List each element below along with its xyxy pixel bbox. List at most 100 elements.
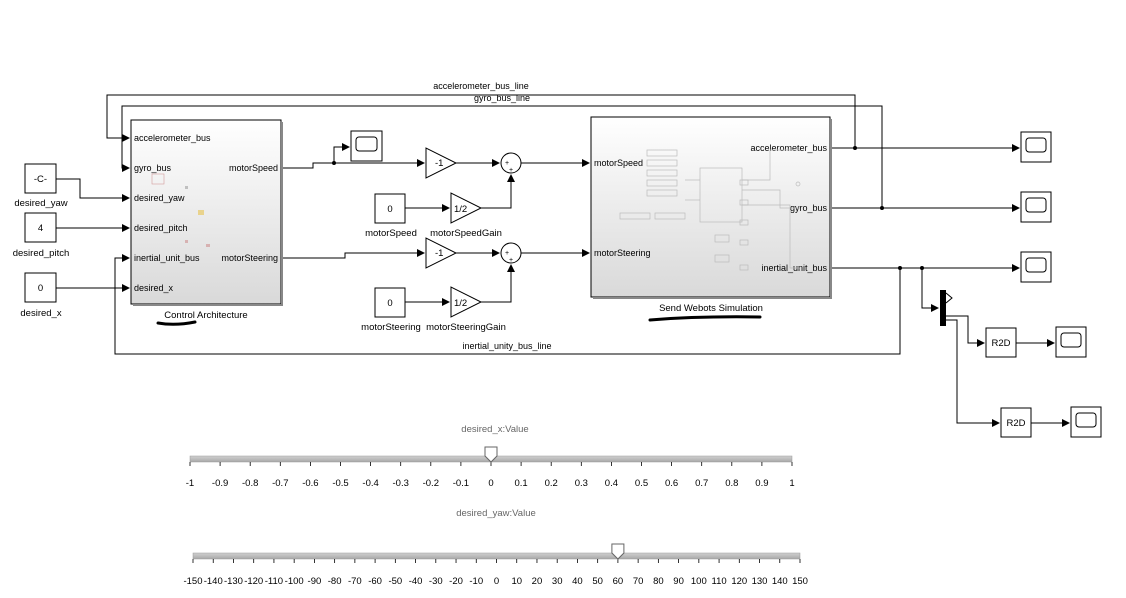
scope-gyro[interactable] [1020,191,1052,223]
sum-top-plus-2: + [509,167,513,174]
slider-tick-label: -120 [244,576,263,587]
gain-motor-speed-label: motorSpeedGain [430,228,502,239]
gain-neg1-top[interactable]: -1 [425,147,458,179]
wire-to-r2d-2 [946,319,1000,427]
gyro-bus-line-label: gyro_bus_line [474,93,530,103]
slider-tick-label: -130 [224,576,243,587]
wire-to-bus-selector [921,268,939,312]
desired-yaw-value: -C- [34,174,47,185]
motor-steering-constant-label: motorSteering [361,322,421,333]
r2d-2-label: R2D [1006,418,1025,429]
slider-tick-label: -90 [308,576,322,587]
desired-pitch-value: 4 [38,223,43,234]
slider-desired-yaw-title: desired_yaw:Value [456,508,536,519]
sim-in-motor-steering: motorSteering [594,248,651,258]
sim-internal-thumbnail [619,149,801,271]
slider-tick-label: 0 [494,576,499,587]
slider-tick-label: 0.1 [514,478,527,489]
slider-tick-label: 0.6 [665,478,678,489]
constant-desired-x[interactable]: 0 desired_x [20,272,62,319]
slider-tick-label: -80 [328,576,342,587]
slider-tick-label: 130 [752,576,768,587]
sum-block-top[interactable]: + + [500,152,522,174]
accelerometer-bus-line[interactable]: accelerometer_bus_line [106,81,856,148]
motor-steering-constant-value: 0 [387,298,392,309]
constant-motor-steering[interactable]: 0 motorSteering [361,287,421,333]
slider-tick-label: 30 [552,576,563,587]
r2d-block-1[interactable]: R2D [985,327,1017,358]
slider-desired-yaw[interactable]: desired_yaw:Value -150-140-130-120-110-1… [183,508,807,587]
gain-motor-speed[interactable]: 1/2 motorSpeedGain [430,192,502,239]
gain-motor-speed-value: 1/2 [454,204,467,215]
sim-out-gyro: gyro_bus [790,203,828,213]
gain-motor-steering[interactable]: 1/2 motorSteeringGain [426,286,506,333]
constant-desired-pitch[interactable]: 4 desired_pitch [13,212,70,259]
wire-motor-steering-out [283,249,425,259]
sim-out-accelerometer: accelerometer_bus [750,143,827,153]
gain-motor-steering-value: 1/2 [454,298,467,309]
wire-to-r2d-1 [946,315,985,347]
ctrl-in-accelerometer: accelerometer_bus [134,133,211,143]
slider-tick-label: 0.3 [575,478,588,489]
gain-neg1-top-value: -1 [435,158,443,169]
ctrl-out-motor-speed: motorSpeed [229,163,278,173]
slider-tick-label: -0.6 [302,478,318,489]
slider-tick-label: -0.1 [453,478,469,489]
desired-x-value: 0 [38,283,43,294]
ctrl-in-inertial: inertial_unit_bus [134,253,200,263]
slider-tick-label: -70 [348,576,362,587]
slider-desired-x[interactable]: desired_x:Value -1-0.9-0.8-0.7-0.6-0.5-0… [186,424,795,489]
gyro-bus-line[interactable]: gyro_bus_line [121,93,883,208]
scope-r2d-1[interactable] [1055,326,1087,358]
slider-tick-label: -40 [409,576,423,587]
ctrl-out-motor-steering: motorSteering [221,253,278,263]
slider-desired-yaw-track[interactable] [192,552,801,560]
control-architecture-block[interactable]: accelerometer_bus gyro_bus desired_yaw d… [130,119,283,306]
slider-tick-label: -30 [429,576,443,587]
slider-tick-label: 60 [613,576,624,587]
slider-tick-label: 0.7 [695,478,708,489]
scope-r2d-2[interactable] [1070,406,1102,438]
scope-control-speed[interactable] [350,130,383,162]
slider-tick-label: 0.9 [755,478,768,489]
r2d-block-2[interactable]: R2D [1000,407,1032,438]
bus-selector[interactable] [940,290,953,326]
control-internal-thumbnail [151,173,210,247]
slider-tick-label: 10 [511,576,522,587]
slider-tick-label: -0.4 [362,478,378,489]
r2d-1-label: R2D [991,338,1010,349]
scribble-underline-control [156,320,197,326]
gain-neg1-bottom[interactable]: -1 [425,237,458,269]
slider-tick-label: -1 [186,478,194,489]
desired-pitch-label: desired_pitch [13,248,70,259]
wire-motor-speed-out [283,159,425,169]
constant-desired-yaw[interactable]: -C- desired_yaw [14,163,68,209]
sum-bottom-plus-2: + [509,257,513,264]
slider-tick-label: -0.5 [332,478,348,489]
desired-yaw-label: desired_yaw [14,198,67,209]
slider-desired-yaw-thumb[interactable] [611,543,625,560]
inertial-unity-bus-line[interactable]: inertial_unity_bus_line [114,254,901,355]
wire-yaw [56,178,130,202]
control-architecture-title: Control Architecture [164,310,247,321]
constant-motor-speed[interactable]: 0 motorSpeed [365,193,417,239]
slider-desired-x-thumb[interactable] [484,446,498,463]
slider-tick-label: 0.8 [725,478,738,489]
scope-inertial[interactable] [1020,251,1052,283]
slider-tick-label: 1 [789,478,794,489]
scope-accelerometer[interactable] [1020,131,1052,163]
slider-tick-label: 50 [592,576,603,587]
wire-half-to-sum2 [481,264,515,303]
slider-tick-label: 150 [792,576,808,587]
send-webots-simulation-block[interactable]: motorSpeed motorSteering accelerometer_b… [590,116,832,299]
slider-tick-label: -0.3 [393,478,409,489]
slider-tick-label: 0.5 [635,478,648,489]
slider-tick-label: -0.8 [242,478,258,489]
slider-tick-label: -0.7 [272,478,288,489]
slider-tick-label: 110 [711,576,726,587]
slider-desired-yaw-ticks: -150-140-130-120-110-100-90-80-70-60-50-… [183,559,808,587]
sum-block-bottom[interactable]: + + [500,242,522,264]
sim-in-motor-speed: motorSpeed [594,158,643,168]
